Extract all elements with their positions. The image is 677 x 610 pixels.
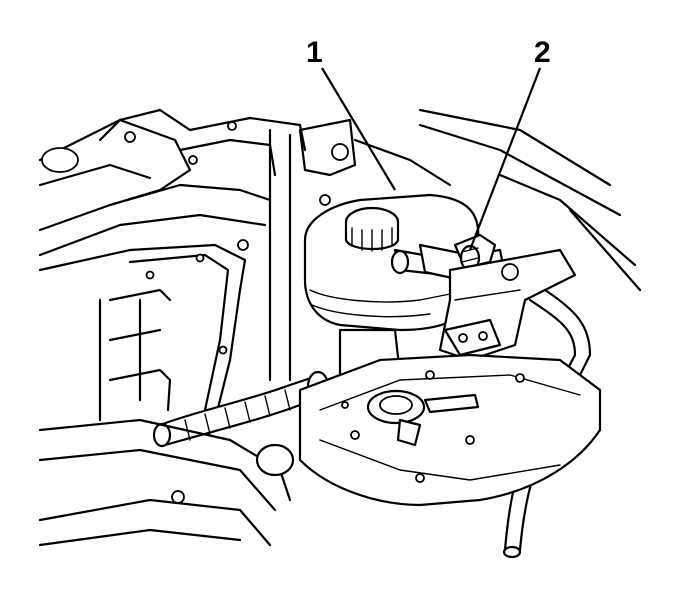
inner-fender-panel [38,239,249,422]
bolt-hole [195,253,205,263]
reservoir-cap-left [41,147,79,173]
radiator-support-upper [38,108,307,257]
bolt-hole [319,194,331,206]
bolt-hole [124,131,136,143]
bolt-hole [227,121,237,131]
mounting-bracket [438,248,577,362]
callout-leader-2 [468,67,542,251]
fender-right [418,108,642,292]
bolt-hole [188,155,198,165]
front-panel-lower [38,418,295,547]
bolt-hole [218,345,228,355]
strut-bracket [268,118,452,382]
bolt-hole [171,490,185,504]
callout-label-1: 1 [306,36,323,69]
battery-tray [298,353,602,507]
callout-label-2: 2 [534,36,551,69]
bolt-hole [145,270,155,280]
coolant-reservoir [303,193,480,386]
hose-connector [418,233,507,284]
callout-leader-1 [321,67,396,191]
bolt-hole [331,143,349,161]
clip-icon [237,239,249,251]
